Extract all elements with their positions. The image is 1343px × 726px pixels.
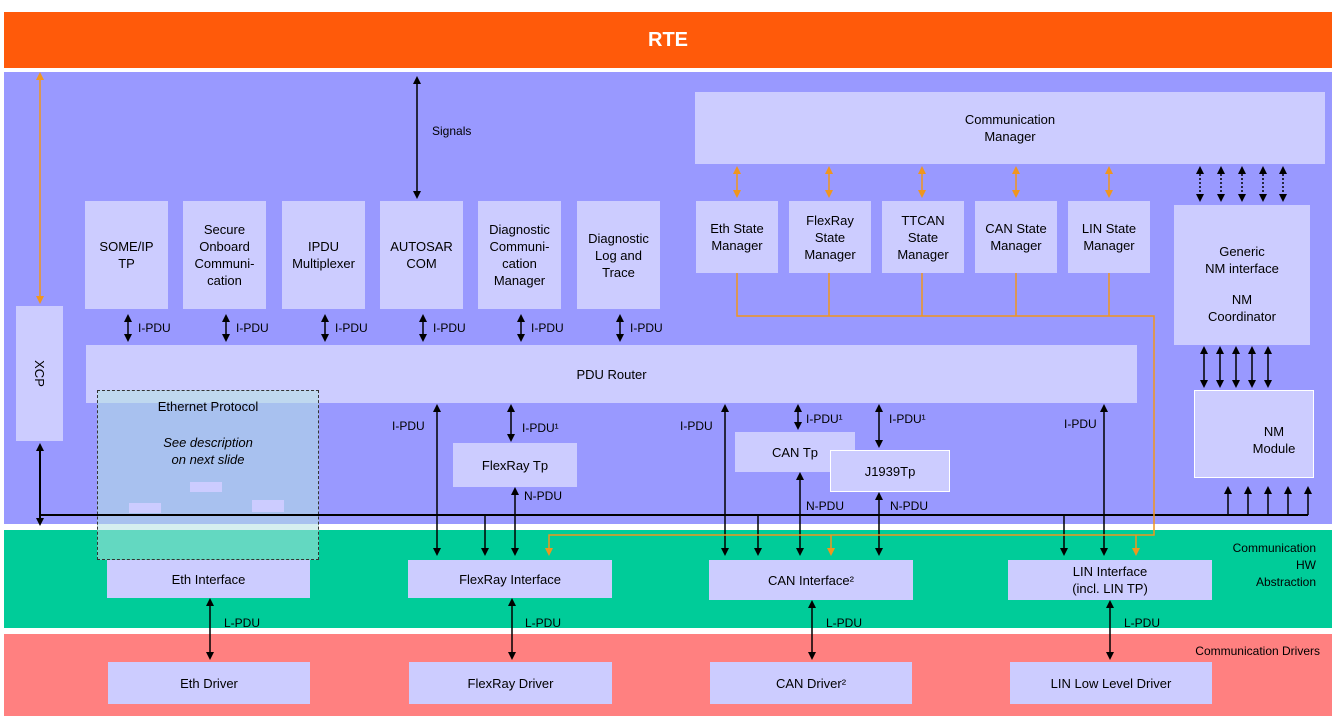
drivers-label: Communication Drivers <box>1195 644 1320 658</box>
lin-ipdu-label: I-PDU <box>1064 417 1097 431</box>
sm-collector-line <box>545 273 1155 556</box>
can-state-manager-box: CAN State Manager <box>975 201 1057 273</box>
ipdu-label-3: I-PDU <box>335 321 368 335</box>
j1939tp-box: J1939Tp <box>830 450 950 492</box>
flexray-interface-box: FlexRay Interface <box>408 560 612 598</box>
eth-driver-box: Eth Driver <box>108 662 310 704</box>
ttcan-state-manager-box: TTCAN State Manager <box>882 201 964 273</box>
nm-module-box: NM Module <box>1194 390 1314 478</box>
can-lpdu-label: L-PDU <box>826 616 863 630</box>
flexray-driver-box: FlexRay Driver <box>409 662 612 704</box>
cantp-npdu-label: N-PDU <box>806 499 844 513</box>
someip-tp-box: SOME/IP TP <box>85 201 168 309</box>
rte-layer <box>4 12 1332 68</box>
can-driver-box: CAN Driver² <box>710 662 912 704</box>
ipdu-multiplexer-box: IPDU Multiplexer <box>282 201 365 309</box>
flexray-state-manager-box: FlexRay State Manager <box>789 201 871 273</box>
signals-label: Signals <box>432 124 472 138</box>
generic-nm-interface-label: Generic NM interface <box>1205 244 1279 276</box>
lin-interface-box: LIN Interface (incl. LIN TP) <box>1008 560 1212 600</box>
cantp-ipdu-label: I-PDU¹ <box>806 412 843 426</box>
lin-lpdu-label: L-PDU <box>1124 616 1161 630</box>
rte-title: RTE <box>648 29 688 51</box>
ethernet-protocol-box <box>97 390 319 560</box>
eth-state-manager-box: Eth State Manager <box>696 201 778 273</box>
frtp-ipdu-label: I-PDU¹ <box>522 421 559 435</box>
fr-ipdu-label: I-PDU <box>392 419 425 433</box>
ipdu-label-1: I-PDU <box>138 321 171 335</box>
ipdu-label-6: I-PDU <box>630 321 663 335</box>
ethernet-placeholder-1 <box>190 482 222 492</box>
communication-manager-box: Communication Manager <box>695 92 1325 164</box>
frtp-npdu-label: N-PDU <box>524 489 562 503</box>
ipdu-label-4: I-PDU <box>433 321 466 335</box>
nm-interface-box: Generic NM interface NM Coordinator <box>1174 205 1310 345</box>
secoc-box: Secure Onboard Communi- cation <box>183 201 266 309</box>
dcm-box: Diagnostic Communi- cation Manager <box>478 201 561 309</box>
j1939-ipdu-label: I-PDU¹ <box>889 412 926 426</box>
fr-lpdu-label: L-PDU <box>525 616 562 630</box>
ipdu-label-5: I-PDU <box>531 321 564 335</box>
can-ipdu-label: I-PDU <box>680 419 713 433</box>
lin-state-manager-box: LIN State Manager <box>1068 201 1150 273</box>
dlt-box: Diagnostic Log and Trace <box>577 201 660 309</box>
can-tp-box: CAN Tp <box>735 432 855 472</box>
ethernet-protocol-note: See description on next slide <box>163 435 253 467</box>
ethernet-placeholder-2 <box>129 503 161 513</box>
lin-driver-box: LIN Low Level Driver <box>1010 662 1212 704</box>
nm-module-label: NM Module <box>1252 424 1296 456</box>
eth-interface-box: Eth Interface <box>107 560 310 598</box>
ethernet-placeholder-3 <box>252 500 284 512</box>
flexray-tp-box: FlexRay Tp <box>453 443 577 487</box>
ipdu-label-2: I-PDU <box>236 321 269 335</box>
eth-lpdu-label: L-PDU <box>224 616 261 630</box>
hw-abstraction-label: Communication HW Abstraction <box>1232 541 1316 589</box>
can-interface-box: CAN Interface² <box>709 560 913 600</box>
j1939-npdu-label: N-PDU <box>890 499 928 513</box>
xcp-box: XCP <box>16 306 63 441</box>
autosar-com-box: AUTOSAR COM <box>380 201 463 309</box>
nm-coordinator-label: NM Coordinator <box>1208 292 1276 324</box>
ethernet-protocol-label: Ethernet Protocol <box>157 399 259 414</box>
